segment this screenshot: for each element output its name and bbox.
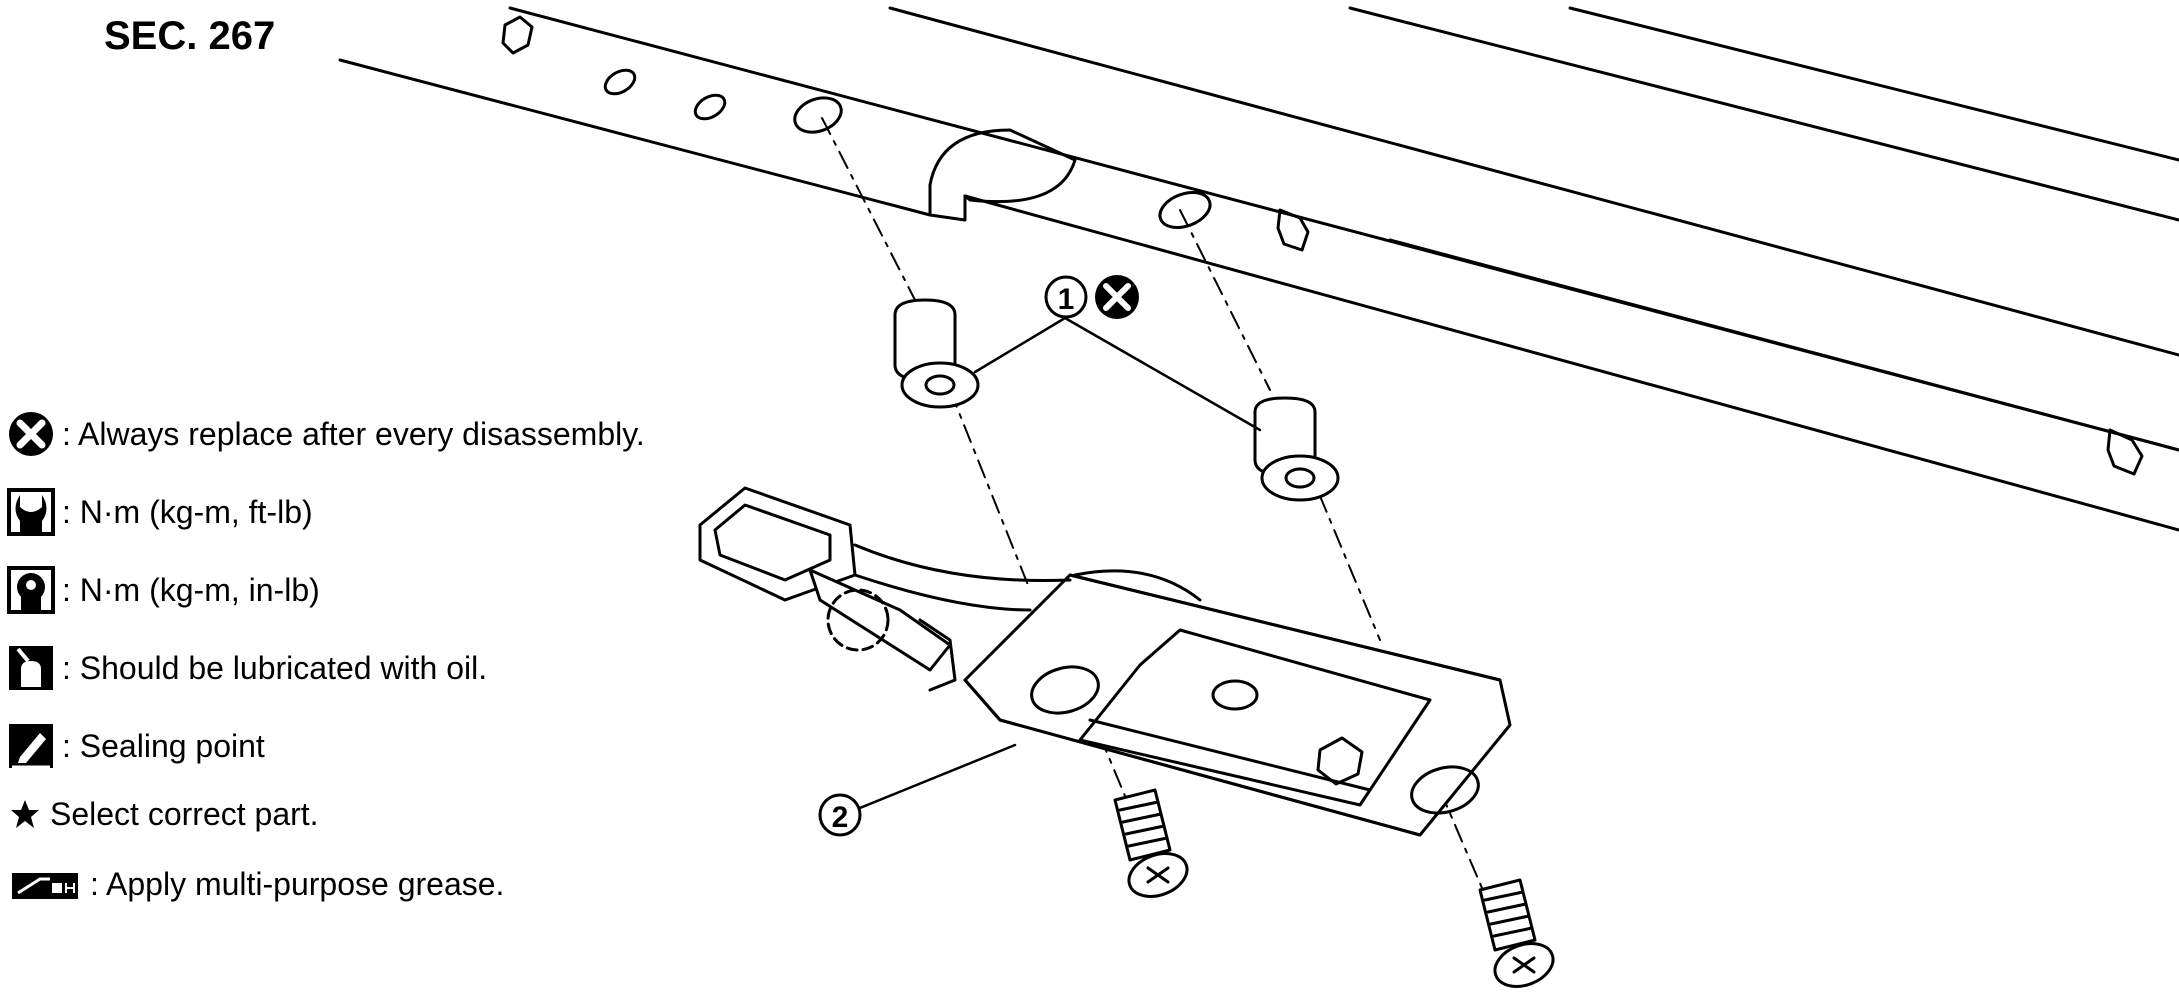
legend-text: : N·m (kg-m, in-lb) <box>62 571 320 608</box>
legend-text: : Always replace after every disassembly… <box>62 415 645 452</box>
replace-x-icon <box>9 412 53 456</box>
grommet-left <box>893 298 980 409</box>
panel-clips <box>501 15 2144 476</box>
panel-holes <box>603 68 1212 229</box>
harness-connector <box>698 486 1072 692</box>
section-label: SEC. 267 <box>104 14 276 58</box>
legend-row-torque-ftlb: : N·m (kg-m, ft-lb) <box>0 482 313 542</box>
callout-1-number: 1 <box>1058 283 1075 316</box>
license-lamp-assembly <box>963 569 1512 837</box>
star-icon <box>11 800 39 828</box>
grease-point-circle <box>826 588 890 652</box>
sealing-point-icon <box>9 724 53 769</box>
legend-row-grease: : Apply multi-purpose grease. <box>0 854 504 914</box>
legend-row-oil: : Should be lubricated with oil. <box>0 638 487 698</box>
legend-row-sealing: : Sealing point <box>0 716 265 776</box>
legend-row-torque-inlb: : N·m (kg-m, in-lb) <box>0 560 320 620</box>
grease-icon <box>12 873 78 899</box>
legend-row-select-part: Select correct part. <box>0 784 319 844</box>
legend-text: : Sealing point <box>62 727 265 764</box>
legend-text: : Apply multi-purpose grease. <box>90 865 505 902</box>
screw-left <box>1113 788 1189 898</box>
grommet-right <box>1253 396 1340 502</box>
callout-2-leader <box>853 743 1017 812</box>
callout-2: 2 <box>818 793 862 837</box>
legend-text: : N·m (kg-m, ft-lb) <box>62 493 313 530</box>
torque-ftlb-icon <box>7 488 55 536</box>
legend-row-replace: : Always replace after every disassembly… <box>0 404 645 464</box>
torque-inlb-icon <box>7 566 55 614</box>
callout-1: 1 <box>1044 275 1139 319</box>
callout-1-leaders <box>973 316 1262 432</box>
screw-right <box>1478 878 1555 988</box>
callout-2-number: 2 <box>832 801 849 834</box>
legend-text: Select correct part. <box>50 795 319 832</box>
legend-text: : Should be lubricated with oil. <box>62 649 488 686</box>
panel-outline <box>338 6 2179 532</box>
oil-can-icon <box>9 646 53 690</box>
